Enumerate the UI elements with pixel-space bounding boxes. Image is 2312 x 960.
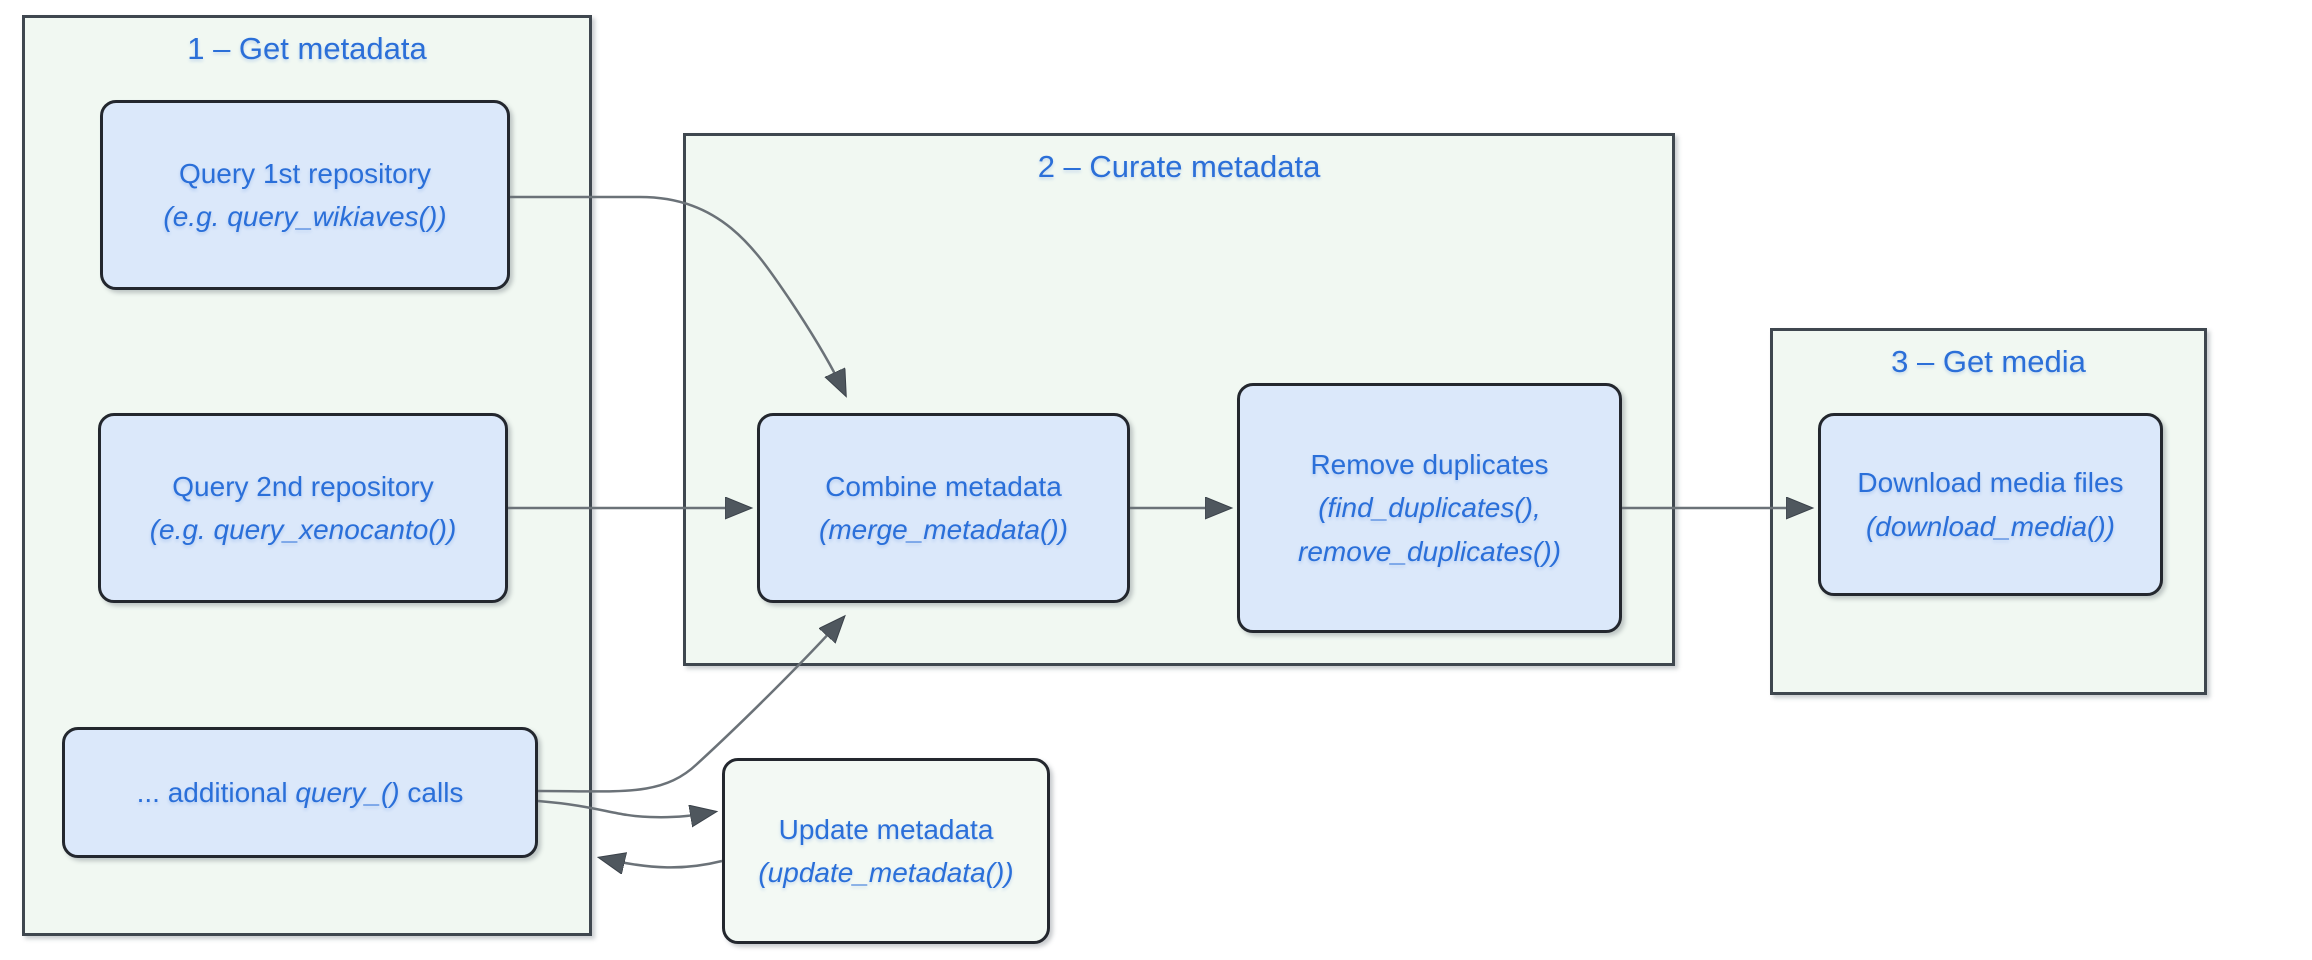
node-label: Query 2nd repository (172, 470, 434, 502)
node-function-label: remove_duplicates()) (1298, 535, 1561, 567)
node-update-metadata: Update metadata (update_metadata()) (722, 758, 1050, 944)
node-function-label: (merge_metadata()) (819, 514, 1068, 545)
node-function-label: (download_media()) (1865, 510, 2115, 542)
node-function-label: (e.g. query_xenocanto()) (149, 514, 457, 545)
container-3-title: 3 – Get media (1891, 344, 2086, 379)
node-label: Query 1st repository (178, 157, 432, 189)
container-2-title: 2 – Curate metadata (1037, 149, 1321, 184)
node-additional-query-calls: ... additional query_() calls (62, 727, 538, 858)
node-function-label: (update_metadata()) (758, 857, 1014, 888)
node-label: Update metadata (778, 813, 994, 845)
container-1-title: 1 – Get metadata (187, 31, 427, 66)
node-download-media-files: Download media files (download_media()) (1818, 413, 2163, 596)
node-query-2nd-repository: Query 2nd repository (e.g. query_xenocan… (98, 413, 508, 603)
edge-update-to-get-metadata (601, 858, 723, 867)
node-label: Remove duplicates (1310, 448, 1549, 480)
node-label: Combine metadata (825, 470, 1062, 502)
node-function-label: (e.g. query_wikiaves()) (163, 201, 447, 232)
node-combine-metadata: Combine metadata (merge_metadata()) (757, 413, 1130, 603)
node-query-1st-repository: Query 1st repository (e.g. query_wikiave… (100, 100, 510, 290)
node-label: Download media files (1857, 467, 2124, 499)
node-remove-duplicates: Remove duplicates (find_duplicates(), re… (1237, 383, 1622, 633)
node-label: ... additional query_() calls (136, 776, 464, 808)
node-function-label: (find_duplicates(), (1318, 492, 1541, 524)
